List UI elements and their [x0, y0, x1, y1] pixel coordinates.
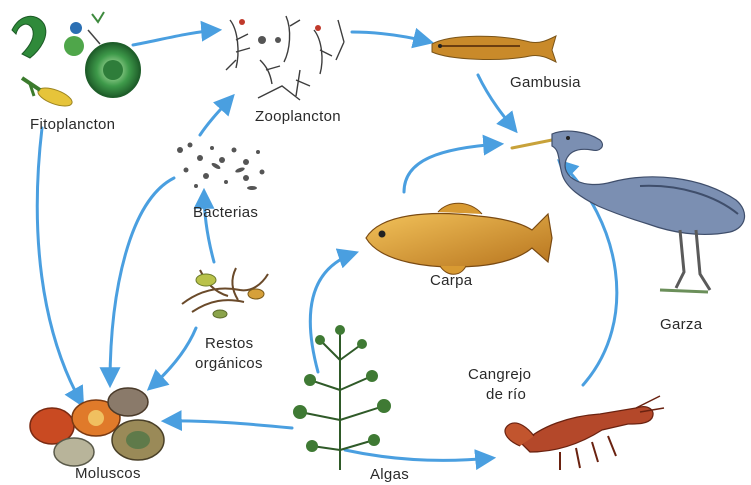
arrow-algas-moluscos [165, 421, 292, 428]
restos-organicos-illustration [182, 268, 268, 318]
arrow-restos-bacterias [204, 192, 214, 262]
label-gambusia: Gambusia [510, 74, 581, 91]
gambusia-illustration [432, 36, 556, 62]
moluscos-illustration [30, 388, 164, 466]
label-cangrejo: Cangrejo [468, 366, 531, 383]
label-organicos: orgánicos [195, 355, 263, 372]
label-garza: Garza [660, 316, 702, 333]
label-algas: Algas [370, 466, 409, 483]
arrow-restos-moluscos [150, 328, 196, 388]
arrow-zooplancton-gambusia [352, 32, 430, 42]
label-bacterias: Bacterias [193, 204, 258, 221]
arrow-bacterias-zooplancton [200, 97, 232, 135]
garza-illustration [512, 131, 745, 292]
arrow-fitoplancton-zooplancton [133, 30, 218, 45]
bacterias-illustration [177, 143, 265, 191]
label-restos: Restos [205, 335, 254, 352]
cangrejo-illustration [505, 396, 664, 470]
zooplancton-illustration [226, 16, 344, 100]
fitoplancton-illustration [12, 12, 140, 110]
label-zooplancton: Zooplancton [255, 108, 341, 125]
label-de-rio: de río [486, 386, 526, 403]
label-fitoplancton: Fitoplancton [30, 116, 115, 133]
carpa-illustration [366, 203, 552, 274]
arrow-algas-cangrejo [345, 450, 492, 460]
algas-illustration [293, 325, 391, 470]
arrow-fitoplancton-moluscos [37, 128, 82, 404]
arrow-bacterias-moluscos [110, 178, 174, 384]
label-carpa: Carpa [430, 272, 472, 289]
arrow-carpa-garza [404, 144, 500, 192]
label-moluscos: Moluscos [75, 465, 141, 482]
